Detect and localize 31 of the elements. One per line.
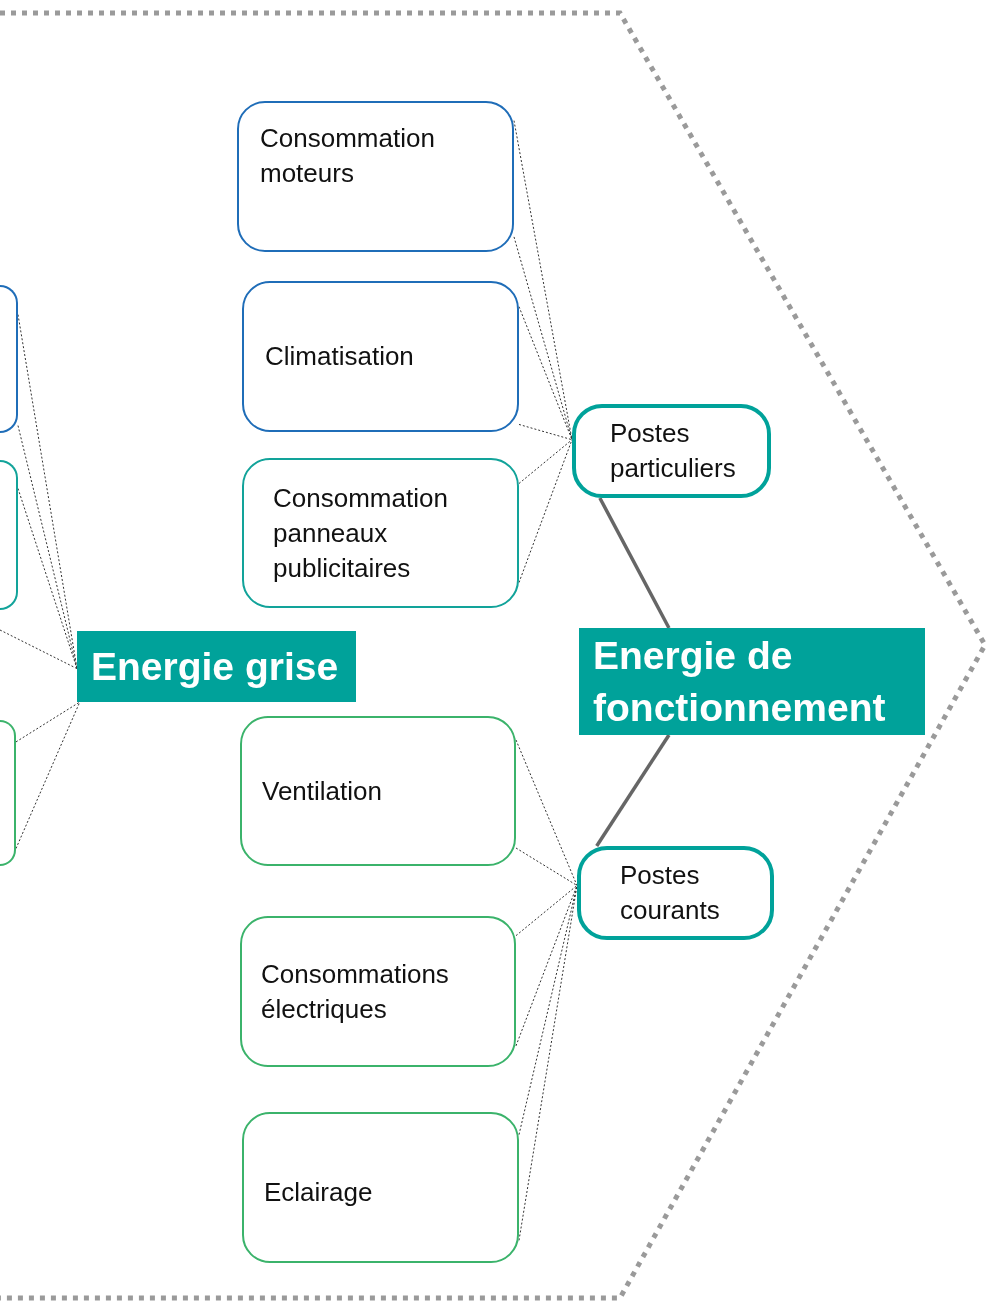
node-label: Energie grise	[91, 643, 339, 690]
connector-line	[515, 885, 578, 1047]
node-label: Energie de fonctionnement	[593, 632, 887, 731]
node-label: Consommation panneaux publicitaires	[273, 481, 449, 585]
rounded-box	[242, 458, 519, 608]
rounded-box	[0, 285, 18, 433]
rounded-box	[242, 281, 519, 432]
connector-line	[518, 439, 573, 583]
title-banner	[77, 631, 356, 702]
node-label: Consommation moteurs	[260, 122, 436, 190]
connector-line	[595, 734, 671, 847]
node-label: Eclairage	[264, 1176, 373, 1209]
rounded-box	[0, 460, 18, 610]
node-label: Ventilation	[262, 774, 382, 808]
node-label: Consommations électriques	[261, 957, 450, 1026]
hub-box	[572, 404, 771, 498]
connector-line	[515, 739, 578, 886]
rounded-box	[237, 101, 514, 252]
title-banner	[579, 628, 925, 735]
connector-line	[598, 497, 671, 629]
hub-box	[577, 846, 774, 940]
rounded-box	[242, 1112, 519, 1263]
node-label: Climatisation	[265, 340, 414, 373]
node-label: Postes courants	[620, 859, 721, 927]
connector-line	[0, 629, 78, 670]
connector-line	[15, 701, 81, 849]
rounded-box	[240, 916, 516, 1067]
connector-line	[518, 306, 573, 441]
node-label: Postes particuliers	[610, 417, 737, 485]
rounded-box	[240, 716, 516, 866]
rounded-box	[0, 720, 16, 866]
